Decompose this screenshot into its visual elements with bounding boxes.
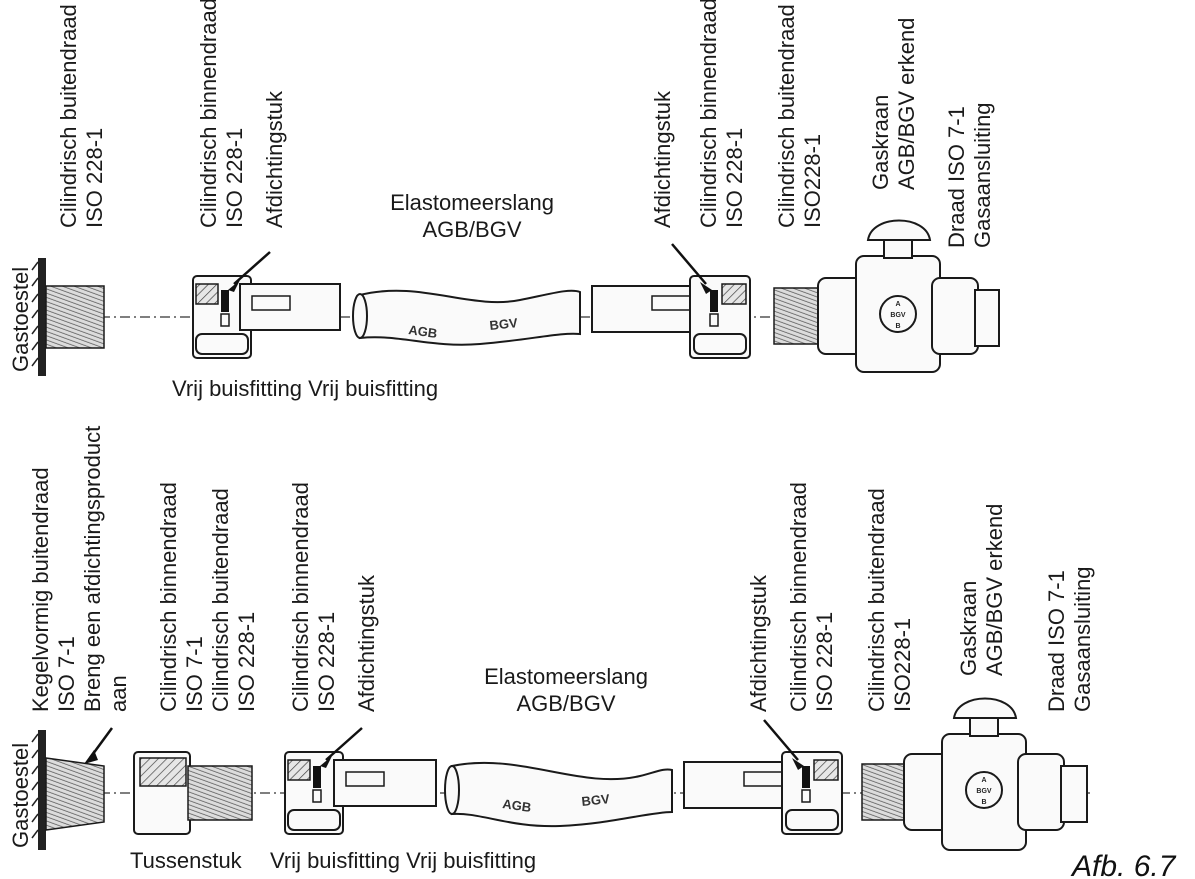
upper-gas-valve: A BGV B: [817, 219, 1000, 373]
lower-label-adapter-1: Cilindrisch binnendraad: [156, 482, 181, 712]
upper-label-male-thread-1: Cilindrisch buitendraad: [56, 4, 81, 228]
lower-assembly: AGB BGV A BGV B: [8, 426, 1095, 873]
lower-hose-mark-bgv: BGV: [581, 791, 611, 809]
upper-valve-handle-icon: [866, 219, 932, 241]
figure-label: Afb. 6.7: [1070, 850, 1177, 879]
lower-valve-male-thread: [861, 763, 905, 821]
lower-label-male-right-1: Cilindrisch buitendraad: [864, 488, 889, 712]
lower-label-seal: Afdichtingstuk: [354, 574, 379, 712]
lower-adapter: [133, 751, 253, 835]
upper-label-hose-1: Elastomeerslang: [390, 190, 554, 215]
lower-label-sealant-2: aan: [106, 675, 131, 712]
lower-label-female-right-1: Cilindrisch binnendraad: [786, 482, 811, 712]
lower-valve-mark-a: A: [981, 777, 986, 784]
lower-label-valve-1: Gaskraan: [956, 581, 981, 676]
lower-label-adapter-3: Cilindrisch buitendraad: [208, 488, 233, 712]
upper-label-seal-right: Afdichtingstuk: [650, 90, 675, 228]
lower-seal-arrow-left: [325, 727, 363, 761]
lower-adapter-caption: Tussenstuk: [130, 848, 243, 873]
upper-label-male-right-2: ISO228-1: [800, 134, 825, 228]
lower-right-fitting: [683, 751, 843, 835]
upper-label-male-thread-2: ISO 228-1: [82, 128, 107, 228]
lower-label-adapter-4: ISO 228-1: [234, 612, 259, 712]
upper-valve-badge-icon: [879, 295, 917, 333]
lower-label-female-right-2: ISO 228-1: [812, 612, 837, 712]
lower-label-male-right-2: ISO228-1: [890, 618, 915, 712]
upper-valve-mark-bgv: BGV: [890, 312, 906, 319]
upper-label-valve-2: AGB/BGV erkend: [894, 18, 919, 190]
lower-hose-mark-agb: AGB: [502, 796, 533, 815]
lower-gas-valve: A BGV B: [903, 697, 1088, 851]
upper-hose-mark-agb: AGB: [408, 322, 439, 341]
upper-fitting-caption: Vrij buisfitting Vrij buisfitting: [172, 376, 438, 401]
upper-label-connection-1: Draad ISO 7-1: [944, 106, 969, 248]
upper-label-female-thread-1: Cilindrisch binnendraad: [196, 0, 221, 228]
upper-hose-mark-bgv: BGV: [489, 315, 519, 333]
lower-label-seal-right: Afdichtingstuk: [746, 574, 771, 712]
lower-left-fitting: [284, 751, 437, 835]
upper-right-fitting: [591, 275, 751, 359]
lower-label-gastoestel: Gastoestel: [8, 743, 33, 848]
lower-valve-badge-icon: [965, 771, 1003, 809]
lower-valve-mark-bgv: BGV: [976, 788, 992, 795]
lower-seal-arrow-right: [763, 719, 799, 761]
lower-label-tapered-1: Kegelvormig buitendraad: [28, 467, 53, 712]
upper-appliance-male-thread: [45, 285, 105, 349]
lower-label-adapter-2: ISO 7-1: [182, 636, 207, 712]
lower-appliance-wall: [31, 730, 46, 850]
upper-hose: AGB BGV: [352, 289, 581, 346]
upper-valve-mark-b: B: [895, 323, 900, 330]
lower-label-valve-2: AGB/BGV erkend: [982, 504, 1007, 676]
upper-left-fitting: [192, 275, 341, 359]
lower-label-female-thread-2: ISO 228-1: [314, 612, 339, 712]
upper-label-gastoestel: Gastoestel: [8, 267, 33, 372]
upper-label-connection-2: Gasaansluiting: [970, 102, 995, 248]
lower-label-female-thread-1: Cilindrisch binnendraad: [288, 482, 313, 712]
upper-seal-arrow-right: [671, 243, 707, 285]
upper-label-female-right-2: ISO 228-1: [722, 128, 747, 228]
upper-label-valve-1: Gaskraan: [868, 95, 893, 190]
upper-appliance-wall: [31, 258, 46, 376]
lower-hose: AGB BGV: [444, 761, 673, 828]
lower-fitting-caption: Vrij buisfitting Vrij buisfitting: [270, 848, 536, 873]
lower-label-hose-2: AGB/BGV: [516, 691, 615, 716]
lower-valve-handle-icon: [952, 697, 1018, 719]
lower-label-connection-2: Gasaansluiting: [1070, 566, 1095, 712]
upper-label-female-right-1: Cilindrisch binnendraad: [696, 0, 721, 228]
upper-label-male-right-1: Cilindrisch buitendraad: [774, 4, 799, 228]
upper-valve-male-thread: [773, 287, 819, 345]
lower-valve-mark-b: B: [981, 799, 986, 806]
upper-assembly: AGB BGV A BGV B: [8, 0, 1000, 401]
upper-valve-mark-a: A: [895, 301, 900, 308]
lower-label-sealant-1: Breng een afdichtingsproduct: [80, 426, 105, 712]
lower-label-hose-1: Elastomeerslang: [484, 664, 648, 689]
lower-label-connection-1: Draad ISO 7-1: [1044, 570, 1069, 712]
upper-label-hose-2: AGB/BGV: [422, 217, 521, 242]
upper-label-female-thread-2: ISO 228-1: [222, 128, 247, 228]
lower-label-tapered-2: ISO 7-1: [54, 636, 79, 712]
lower-tapered-thread: [45, 757, 105, 831]
upper-seal-arrow-left: [233, 251, 271, 285]
upper-label-seal: Afdichtingstuk: [262, 90, 287, 228]
